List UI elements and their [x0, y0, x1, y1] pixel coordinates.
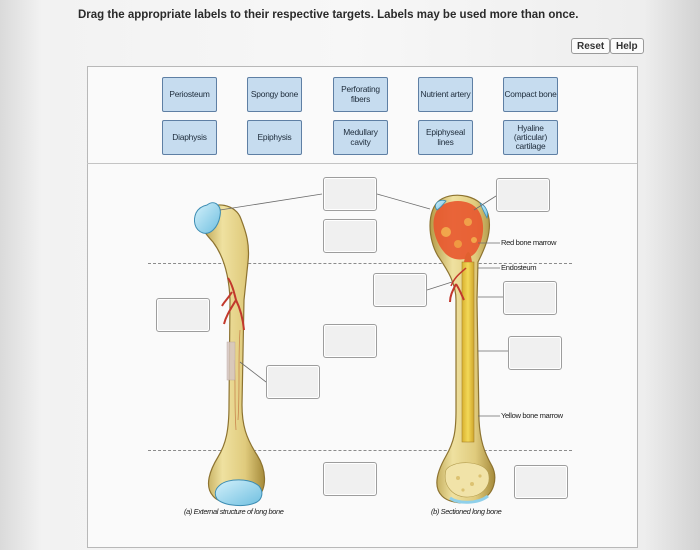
drop-target[interactable]: [503, 281, 557, 315]
label-nutrient-artery[interactable]: Nutrient artery: [418, 77, 473, 112]
external-bone: [194, 202, 266, 507]
label-compact-bone[interactable]: Compact bone: [503, 77, 558, 112]
annotation-yellow-bone-marrow: Yellow bone marrow: [501, 411, 563, 420]
drop-target[interactable]: [266, 365, 320, 399]
drop-target[interactable]: [323, 177, 377, 211]
help-button[interactable]: Help: [610, 38, 644, 54]
drop-target[interactable]: [373, 273, 427, 307]
label-hyaline-cartilage[interactable]: Hyaline (articular) cartilage: [503, 120, 558, 155]
drop-target[interactable]: [514, 465, 568, 499]
drop-target[interactable]: [323, 324, 377, 358]
label-spongy-bone[interactable]: Spongy bone: [247, 77, 302, 112]
drop-target[interactable]: [508, 336, 562, 370]
label-periosteum[interactable]: Periosteum: [162, 77, 217, 112]
drop-target[interactable]: [323, 219, 377, 253]
label-epiphysis[interactable]: Epiphysis: [247, 120, 302, 155]
annotation-red-bone-marrow: Red bone marrow: [501, 238, 557, 247]
annotation-endosteum: Endosteum: [501, 263, 537, 272]
sectioned-bone: [429, 194, 496, 504]
instructions: Drag the appropriate labels to their res…: [78, 9, 579, 21]
drop-target[interactable]: [496, 178, 550, 212]
label-bank-divider: [87, 163, 637, 164]
caption-external-structure: (a) External structure of long bone: [184, 507, 284, 516]
drop-target[interactable]: [156, 298, 210, 332]
label-medullary-cavity[interactable]: Medullary cavity: [333, 120, 388, 155]
epiphysis-boundary-top: [148, 263, 572, 264]
reset-button[interactable]: Reset: [571, 38, 611, 54]
drop-target[interactable]: [323, 462, 377, 496]
label-diaphysis[interactable]: Diaphysis: [162, 120, 217, 155]
caption-sectioned-bone: (b) Sectioned long bone: [431, 507, 502, 516]
label-perforating-fibers[interactable]: Perforating fibers: [333, 77, 388, 112]
label-epiphyseal-lines[interactable]: Epiphyseal lines: [418, 120, 473, 155]
epiphysis-boundary-bottom: [148, 450, 572, 451]
leader-lines: [219, 193, 508, 417]
